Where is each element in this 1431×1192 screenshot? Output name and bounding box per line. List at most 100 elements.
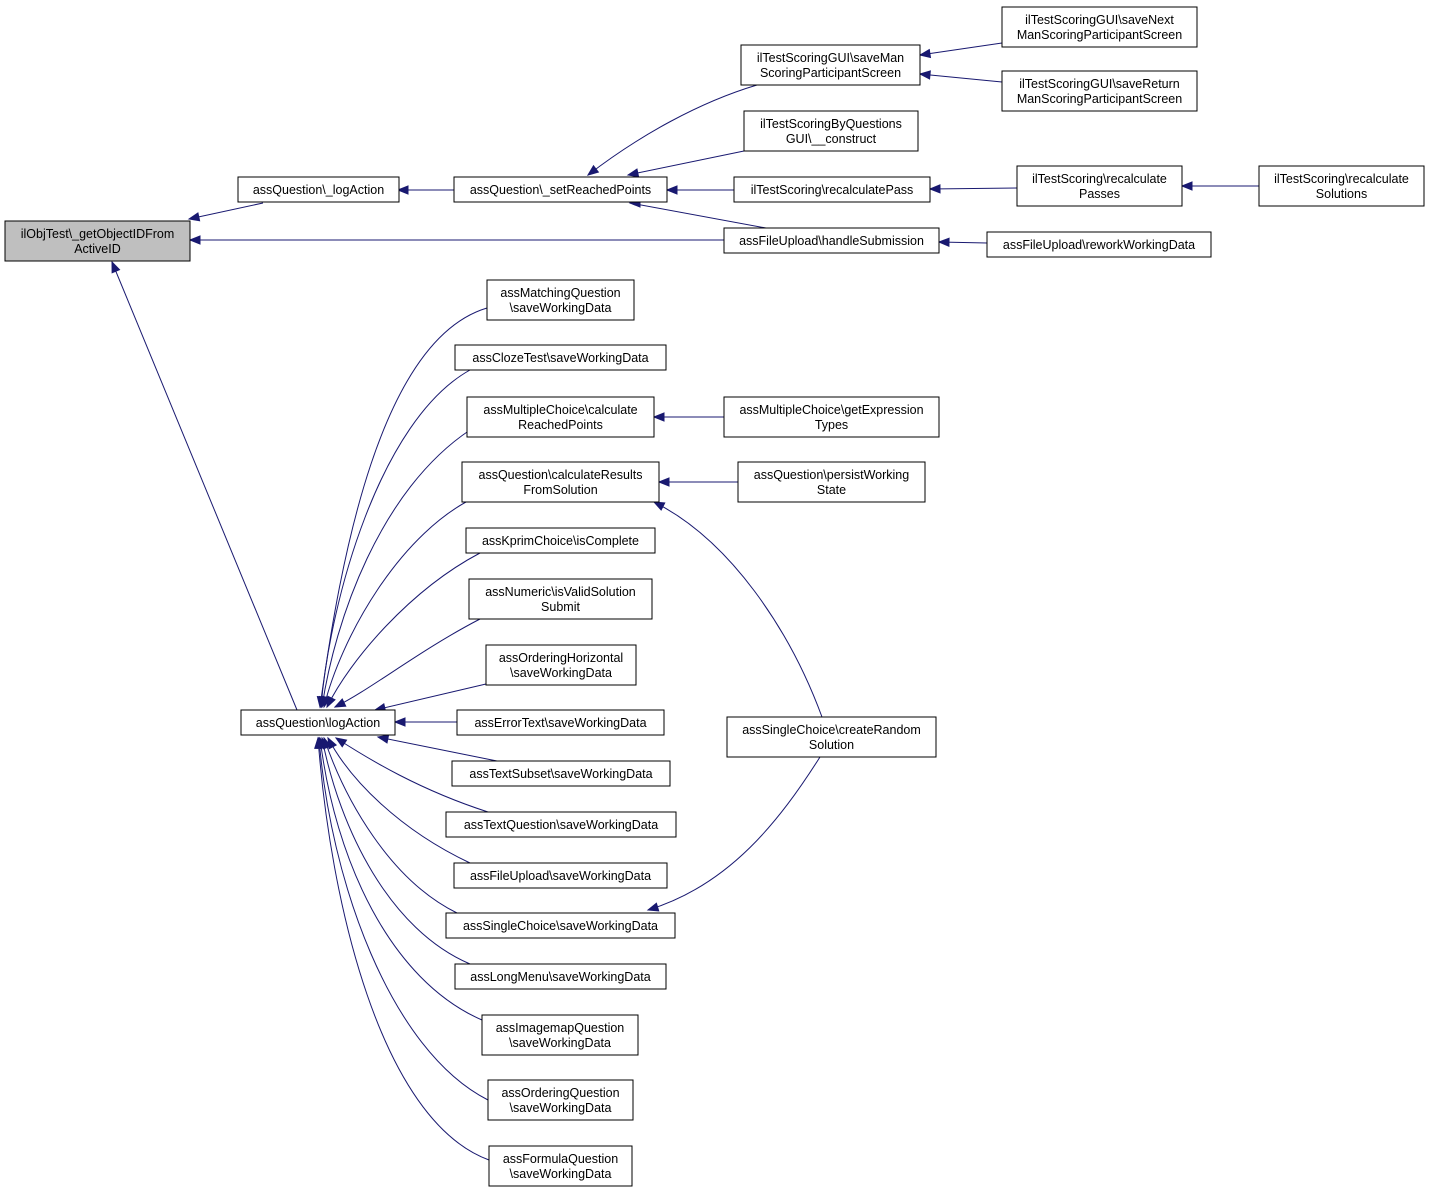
- call-edge: [333, 618, 481, 708]
- node-label: assMatchingQuestion: [500, 286, 620, 300]
- node-label: ActiveID: [74, 242, 121, 256]
- arrowhead: [918, 70, 931, 80]
- node-label: \saveWorkingData: [510, 301, 612, 315]
- node-label: assFileUpload\handleSubmission: [739, 234, 924, 248]
- call-edge: [586, 84, 758, 176]
- arrowhead: [646, 902, 660, 912]
- node-label: assNumeric\isValidSolution: [485, 585, 636, 599]
- call-edge-line: [335, 737, 489, 813]
- call-edge: [188, 235, 724, 245]
- call-edge: [928, 184, 1018, 194]
- node-box: [488, 1145, 633, 1187]
- call-edge-line: [647, 756, 821, 911]
- node-long-menu-save[interactable]: assLongMenu\saveWorkingData: [454, 963, 667, 990]
- node-box: [481, 1014, 639, 1056]
- node-label: assOrderingQuestion: [501, 1086, 619, 1100]
- node-save-man-scoring[interactable]: ilTestScoringGUI\saveManScoringParticipa…: [740, 44, 921, 86]
- node-box: [4, 220, 191, 262]
- call-edge-line: [318, 737, 489, 1101]
- call-edge: [317, 369, 471, 709]
- node-label: assTextSubset\saveWorkingData: [469, 767, 652, 781]
- call-edge: [373, 683, 487, 713]
- node-single-choice-save[interactable]: assSingleChoice\saveWorkingData: [445, 912, 676, 939]
- node-matching-save[interactable]: assMatchingQuestion\saveWorkingData: [486, 279, 635, 321]
- node-cloze-save[interactable]: assClozeTest\saveWorkingData: [454, 344, 667, 371]
- node-box: [237, 176, 400, 203]
- node-box: [453, 862, 668, 889]
- arrowhead: [626, 168, 640, 178]
- arrowhead: [652, 501, 666, 511]
- call-edge-line: [334, 618, 481, 708]
- node-ordering-save[interactable]: assOrderingQuestion\saveWorkingData: [487, 1079, 634, 1121]
- node-handle-submission[interactable]: assFileUpload\handleSubmission: [723, 227, 940, 254]
- node-label: ManScoringParticipantScreen: [1017, 92, 1182, 106]
- call-edge-line: [111, 261, 298, 711]
- node-save-return-man[interactable]: ilTestScoringGUI\saveReturnManScoringPar…: [1001, 70, 1198, 112]
- call-edge-line: [326, 552, 481, 708]
- call-edge: [665, 185, 734, 195]
- node-rework-working-data[interactable]: assFileUpload\reworkWorkingData: [986, 231, 1212, 258]
- node-label: \saveWorkingData: [509, 1036, 611, 1050]
- arrowhead: [1180, 181, 1193, 191]
- node-label: assMultipleChoice\getExpression: [739, 403, 923, 417]
- call-edge-line: [323, 494, 481, 708]
- call-edge: [918, 70, 1003, 83]
- node-label: assFileUpload\saveWorkingData: [470, 869, 651, 883]
- node-box: [733, 176, 931, 203]
- node-box: [487, 1079, 634, 1121]
- node-save-next-man[interactable]: ilTestScoringGUI\saveNextManScoringParti…: [1001, 6, 1198, 48]
- call-edge: [376, 734, 498, 762]
- node-box: [723, 396, 940, 438]
- node-label: assMultipleChoice\calculate: [483, 403, 637, 417]
- node-label: ManScoringParticipantScreen: [1017, 28, 1182, 42]
- node-box: [1258, 165, 1425, 207]
- node-label: ilTestScoring\recalculatePass: [751, 183, 914, 197]
- node-error-text-save[interactable]: assErrorText\saveWorkingData: [456, 709, 665, 736]
- call-edge: [646, 756, 821, 912]
- node-text-question-save[interactable]: assTextQuestion\saveWorkingData: [445, 811, 677, 838]
- node-formula-save[interactable]: assFormulaQuestion\saveWorkingData: [488, 1145, 633, 1187]
- node-label: assErrorText\saveWorkingData: [474, 716, 646, 730]
- node-kprim-complete[interactable]: assKprimChoice\isComplete: [465, 527, 656, 554]
- node-box: [737, 461, 926, 503]
- node-box: [485, 644, 637, 686]
- node-log-action-priv[interactable]: assQuestion\_logAction: [237, 176, 400, 203]
- node-box: [486, 279, 635, 321]
- node-label: Solutions: [1316, 187, 1367, 201]
- node-box: [453, 176, 668, 203]
- node-log-action[interactable]: assQuestion\logAction: [240, 709, 396, 736]
- node-imagemap-save[interactable]: assImagemapQuestion\saveWorkingData: [481, 1014, 639, 1056]
- node-set-reached-points[interactable]: assQuestion\_setReachedPoints: [453, 176, 668, 203]
- arrowhead: [652, 412, 665, 422]
- call-edge: [396, 185, 454, 195]
- call-edge-line: [929, 187, 1018, 190]
- node-label: FromSolution: [523, 483, 597, 497]
- arrowhead: [928, 184, 941, 194]
- node-box: [1001, 6, 1198, 48]
- node-box: [1001, 70, 1198, 112]
- node-label: assSingleChoice\createRandom: [742, 723, 921, 737]
- node-file-upload-save[interactable]: assFileUpload\saveWorkingData: [453, 862, 668, 889]
- node-ordering-horiz-save[interactable]: assOrderingHorizontal\saveWorkingData: [485, 644, 637, 686]
- node-label: State: [817, 483, 846, 497]
- call-edge-line: [587, 84, 758, 176]
- node-box: [466, 396, 655, 438]
- node-box: [723, 227, 940, 254]
- node-recalculate-pass[interactable]: ilTestScoring\recalculatePass: [733, 176, 931, 203]
- node-text-subset-save[interactable]: assTextSubset\saveWorkingData: [451, 760, 671, 787]
- node-box: [240, 709, 396, 736]
- arrowhead: [918, 48, 932, 59]
- node-label: assQuestion\calculateResults: [479, 468, 643, 482]
- call-edge-line: [321, 429, 471, 708]
- call-edge: [322, 736, 458, 914]
